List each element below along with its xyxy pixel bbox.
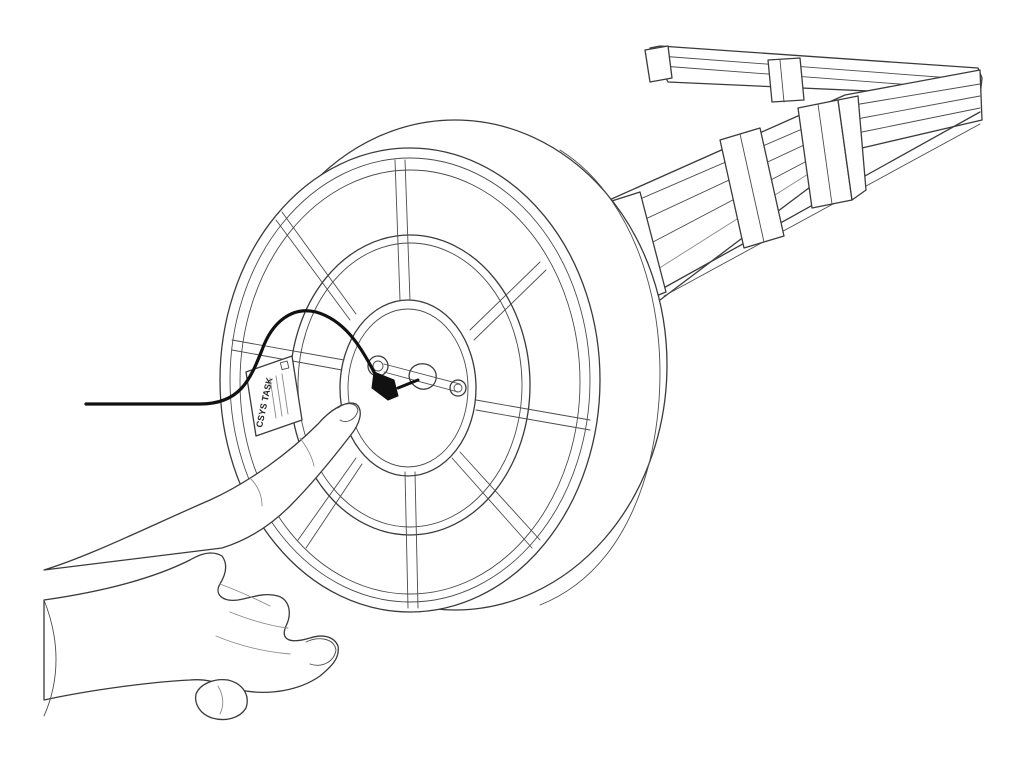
product-label: CSYS TASK xyxy=(245,355,303,437)
wheel: CSYS TASK xyxy=(219,119,668,613)
rail-frame xyxy=(595,45,983,305)
hub-mount xyxy=(367,355,467,397)
hand-illustration xyxy=(43,402,361,721)
cable-plug xyxy=(371,371,399,401)
power-cable xyxy=(84,309,420,406)
